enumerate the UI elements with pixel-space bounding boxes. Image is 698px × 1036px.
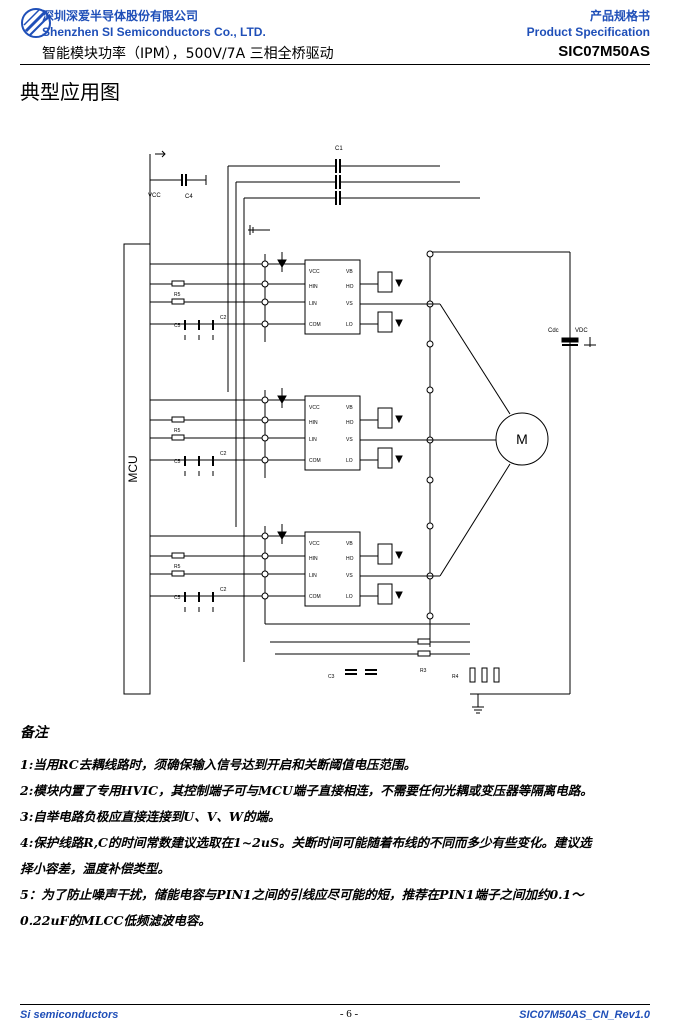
r4-label: R4	[452, 674, 459, 680]
c3-label: C3	[328, 674, 335, 680]
r5-label-w: R5	[174, 564, 181, 570]
pin-vcc-u: VCC	[309, 269, 320, 275]
c1-label: C1	[335, 146, 343, 152]
application-circuit-diagram: MCU VCC C4 C1 Cdc VDC R5 C5 C2	[123, 146, 596, 714]
pin-com-v: COM	[309, 458, 321, 464]
footer-doc-id: SIC07M50AS_CN_Rev1.0	[519, 1009, 650, 1021]
pin-lin-w: LIN	[309, 573, 317, 579]
page-header: 深圳深爱半导体股份有限公司 Shenzhen SI Semiconductors…	[0, 0, 698, 66]
note-item: 2:模块内置了专用HVIC，其控制端子可与MCU端子直接相连，不需要任何光耦或变…	[20, 783, 593, 798]
pin-vb-w: VB	[346, 541, 353, 547]
note-item: 0.22uF的MLCC低频滤波电容。	[20, 913, 211, 928]
pin-vs-w: VS	[346, 573, 353, 579]
cdc-label: Cdc	[548, 328, 559, 334]
page-number: - 6 -	[339, 1008, 359, 1020]
mcu-block	[123, 243, 151, 695]
pin-ho-v: HO	[346, 420, 354, 426]
pin-hin-v: HIN	[309, 420, 318, 426]
spec-title-cn: 产品规格书	[589, 9, 650, 23]
c5-label-v: C5	[174, 459, 181, 465]
c2-label-w: C2	[220, 587, 227, 593]
vcc-label: VCC	[148, 193, 161, 199]
phase-u: R5 C5 C2 VCC HIN LIN COM VB HO VS LO	[150, 250, 440, 348]
c2-label-u: C2	[220, 315, 227, 321]
pin-com-w: COM	[309, 594, 321, 600]
c5-label-u: C5	[174, 323, 181, 329]
note-item: 5：为了防止噪声干扰，储能电容与PIN1之间的引线应尽可能的短，推荐在PIN1端…	[20, 887, 584, 902]
pin-vcc-w: VCC	[309, 541, 320, 547]
r3-label: R3	[420, 668, 427, 674]
vdc-label: VDC	[575, 328, 588, 334]
footer-company: Si semiconductors	[20, 1009, 119, 1021]
pin-com-u: COM	[309, 322, 321, 328]
mcu-label: MCU	[126, 455, 140, 482]
part-number: SIC07M50AS	[558, 43, 650, 60]
footer-divider	[20, 1004, 650, 1005]
pin-hin-u: HIN	[309, 284, 318, 290]
pin-vcc-v: VCC	[309, 405, 320, 411]
pin-lo-w: LO	[346, 594, 353, 600]
notes-section: 备注 1:当用RC去耦线路时，须确保输入信号达到开启和关断阈值电压范围。 2:模…	[20, 722, 660, 934]
section-title: 典型应用图	[20, 80, 120, 104]
pin-ho-u: HO	[346, 284, 354, 290]
pin-ho-w: HO	[346, 556, 354, 562]
c4-label: C4	[185, 194, 193, 200]
pin-vb-u: VB	[346, 269, 353, 275]
note-item: 1:当用RC去耦线路时，须确保输入信号达到开启和关断阈值电压范围。	[20, 757, 417, 772]
pin-lo-v: LO	[346, 458, 353, 464]
note-item: 4:保护线路R,C的时间常数建议选取在1~2uS。关断时间可能随着布线的不同而多…	[20, 835, 592, 850]
c5-label-w: C5	[174, 595, 181, 601]
motor-label: M	[516, 431, 528, 447]
pin-lo-u: LO	[346, 322, 353, 328]
pin-lin-v: LIN	[309, 437, 317, 443]
phase-v: R5 C5 C2 VCC HIN LIN COM VB HO VS LO	[150, 386, 495, 484]
product-subtitle: 智能模块功率（IPM），500V/7A 三相全桥驱动	[42, 46, 334, 62]
notes-title: 备注	[20, 725, 48, 741]
pin-vs-u: VS	[346, 301, 353, 307]
note-item: 择小容差，温度补偿类型。	[20, 861, 171, 876]
pin-hin-w: HIN	[309, 556, 318, 562]
pin-lin-u: LIN	[309, 301, 317, 307]
c2-label-v: C2	[220, 451, 227, 457]
pin-vb-v: VB	[346, 405, 353, 411]
r5-label-v: R5	[174, 428, 181, 434]
company-name-cn: 深圳深爱半导体股份有限公司	[42, 9, 199, 23]
pin-vs-v: VS	[346, 437, 353, 443]
note-item: 3:自举电路负极应直接连接到U、V、W的端。	[20, 809, 281, 824]
r5-label-u: R5	[174, 292, 181, 298]
spec-title-en: Product Specification	[526, 25, 650, 39]
company-name-en: Shenzhen SI Semiconductors Co., LTD.	[42, 25, 266, 39]
header-divider	[20, 64, 650, 65]
company-logo	[21, 8, 51, 38]
phase-w: R5 C5 C2 VCC HIN LIN COM VB HO VS LO	[150, 522, 440, 624]
